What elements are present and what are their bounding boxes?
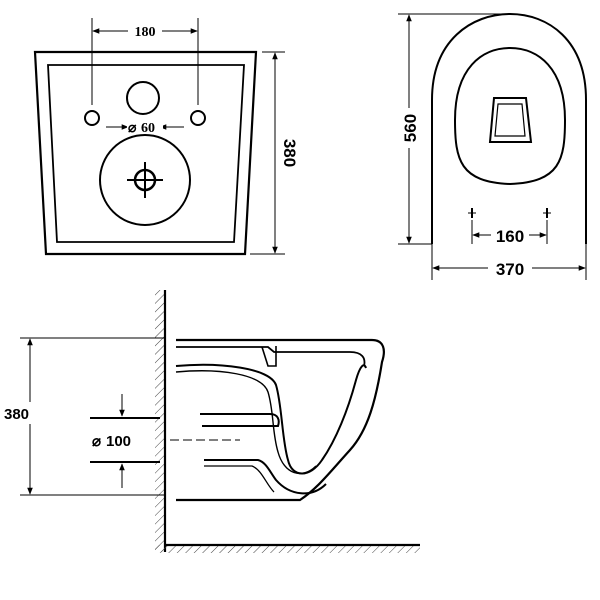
side-flush-channel [200, 413, 280, 427]
side-rim-feature [261, 346, 277, 367]
front-outer-body [33, 50, 258, 256]
front-mount-hole-right [190, 110, 206, 126]
top-view: 160 560 370 [398, 12, 587, 280]
top-bolt-hole-left [468, 208, 476, 218]
side-dim100-diameter-symbol: ⌀ [92, 433, 101, 450]
side-wall-hatch [155, 290, 165, 552]
side-bowl-inner [175, 363, 367, 475]
top-outer-outline [431, 12, 587, 244]
front-inlet-pipe [126, 81, 160, 115]
front-dim-height: 380 [280, 139, 299, 167]
side-outlet-trap [204, 459, 327, 495]
top-dim-width: 370 [496, 260, 524, 279]
side-body-lip [176, 346, 366, 367]
front-view: 180 ⌀ 60 380 [33, 18, 299, 256]
side-body-outer [176, 338, 385, 502]
side-floor-hatch [155, 545, 420, 553]
side-dim-height: 380 [4, 406, 29, 423]
front-inner-body [47, 64, 245, 243]
side-bowl-inner-2 [175, 370, 317, 475]
side-view: 380 ⌀ 100 [0, 290, 420, 553]
front-dim60-diameter-symbol: ⌀ [128, 121, 137, 136]
front-mount-hole-left [84, 110, 100, 126]
top-dim-length: 560 [401, 114, 420, 142]
front-dim-hole-spacing: 180 [135, 25, 156, 40]
front-outlet-cross-icon [127, 162, 163, 198]
top-dim-bolt-spacing: 160 [496, 227, 524, 246]
top-drain-opening [488, 97, 533, 143]
top-bolt-hole-right [543, 208, 551, 218]
side-outlet-trap-inner [204, 465, 275, 493]
top-bowl-rim [453, 46, 567, 186]
front-dim-inlet: 60 [141, 121, 155, 136]
top-drain-inner [494, 103, 526, 137]
side-dim-outlet: 100 [106, 433, 131, 450]
